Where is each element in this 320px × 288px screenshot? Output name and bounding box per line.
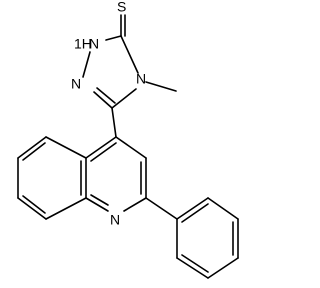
bond-c2q-n (123, 197, 147, 212)
atom-label-sulfur: S (117, 0, 126, 15)
bond-n-c8a-double (90, 194, 109, 206)
bond-c3-n4 (111, 88, 137, 109)
bond-ph2-ph3 (207, 197, 239, 220)
phenyl-ring (176, 197, 239, 279)
bond-c4a-c5 (45, 136, 87, 159)
bond-c7-c8-double (22, 195, 46, 214)
bond-c3-c4q (111, 107, 117, 138)
atom-label-n2: N (71, 76, 81, 92)
bond-c5-c6 (17, 136, 47, 159)
bond-ph5-ph6-double (181, 254, 209, 273)
bond-ph4-ph5 (207, 257, 239, 279)
bond-n-c8a (85, 197, 109, 212)
bond-ph5-ph6 (176, 257, 209, 279)
bond-ph1-ph2-double (181, 203, 209, 223)
bond-c5-n1 (105, 35, 122, 41)
bond-n-methyl (145, 81, 177, 92)
chemical-structure: S 1H N N N N (17, 0, 239, 279)
atom-label-n4: N (136, 71, 146, 87)
bond-c7-c8 (17, 197, 47, 220)
molecule-canvas: S 1H N N N N (17, 0, 239, 279)
bond-c8-c8a (45, 197, 87, 220)
atom-label-n1: N (89, 36, 99, 52)
bond-n4-c5 (120, 35, 139, 74)
quinoline-benzo-ring (17, 136, 87, 220)
bond-c4-c3q (115, 136, 147, 159)
bond-n2-c3 (93, 91, 113, 109)
quinoline-pyridine-ring (85, 136, 147, 212)
bond-c2q-phenyl (145, 197, 178, 220)
triazole-ring (82, 14, 177, 109)
bond-n1-n2 (82, 51, 91, 78)
bond-ph1-ph2 (176, 197, 209, 220)
bond-n2-c3-double (96, 87, 116, 104)
bond-c4a-c4 (85, 136, 117, 159)
bond-c4a-c4-double (90, 142, 117, 162)
bond-c5-c6-double (22, 142, 46, 161)
atom-label-quinoline-n: N (110, 212, 120, 228)
atom-label-n1h-hydrogen: 1H (74, 36, 92, 52)
